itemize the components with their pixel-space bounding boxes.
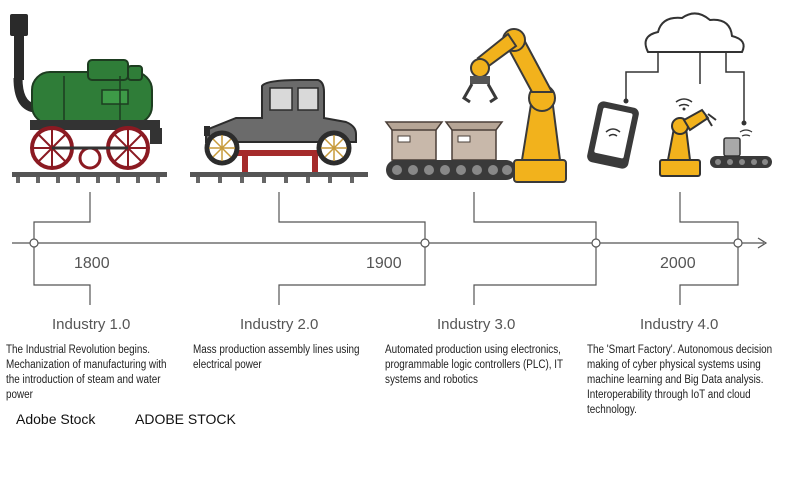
timeline-connectors xyxy=(33,192,739,305)
car-illustration xyxy=(190,79,368,183)
timeline-nodes xyxy=(29,238,743,248)
description-line: technology. xyxy=(587,404,637,416)
description-line: power xyxy=(6,389,33,401)
description-line: Interoperability through IoT and cloud xyxy=(587,389,751,401)
watermark-adobe-stock-caps: ADOBE STOCK xyxy=(135,411,236,427)
steam-locomotive-illustration xyxy=(10,14,167,183)
stage-description-industry-1: The Industrial Revolution begins. Mechan… xyxy=(6,343,193,403)
timeline-node xyxy=(733,238,743,248)
description-line: Mass production assembly lines using xyxy=(193,344,360,356)
stage-description-industry-4: The 'Smart Factory'. Autonomous decision… xyxy=(587,343,800,418)
smart-factory-illustration xyxy=(587,12,772,177)
timeline-arrowhead xyxy=(757,237,768,249)
description-line: Mechanization of manufacturing with xyxy=(6,359,167,371)
timeline-node xyxy=(29,238,39,248)
timeline-node xyxy=(420,238,430,248)
description-line: The Industrial Revolution begins. xyxy=(6,344,151,356)
stage-title-industry-3: Industry 3.0 xyxy=(437,316,516,333)
description-line: electrical power xyxy=(193,359,262,371)
description-line: making of cyber physical systems using xyxy=(587,359,761,371)
year-label-2000: 2000 xyxy=(660,255,696,272)
timeline-node xyxy=(591,238,601,248)
description-line: Automated production using electronics, xyxy=(385,344,561,356)
watermark-adobe-stock: Adobe Stock xyxy=(16,411,96,427)
stage-title-industry-4: Industry 4.0 xyxy=(640,316,719,333)
stage-description-industry-2: Mass production assembly lines using ele… xyxy=(193,343,387,373)
stage-description-industry-3: Automated production using electronics, … xyxy=(385,343,592,388)
description-line: programmable logic controllers (PLC), IT xyxy=(385,359,564,371)
year-label-1800: 1800 xyxy=(74,255,110,272)
robot-arm-conveyor-illustration xyxy=(384,28,567,183)
stage-title-industry-2: Industry 2.0 xyxy=(240,316,319,333)
stage-title-industry-1: Industry 1.0 xyxy=(52,316,131,333)
description-line: machine learning and Big Data analysis. xyxy=(587,374,764,386)
description-line: systems and robotics xyxy=(385,374,478,386)
description-line: The 'Smart Factory'. Autonomous decision xyxy=(587,344,773,356)
description-line: the introduction of steam and water xyxy=(6,374,161,386)
year-label-1900: 1900 xyxy=(366,255,402,272)
